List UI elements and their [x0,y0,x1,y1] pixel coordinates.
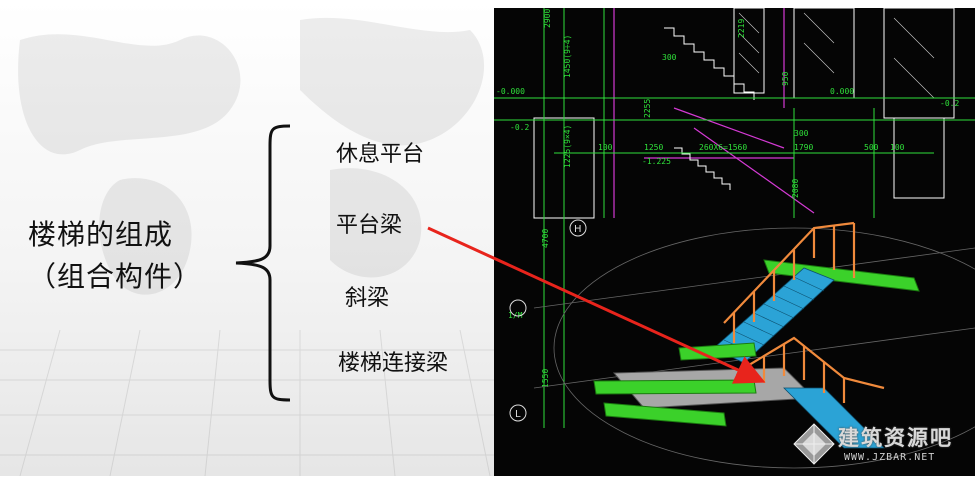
component-stair-connecting-beam: 楼梯连接梁 [338,351,449,376]
svg-text:-1.225: -1.225 [642,157,671,166]
svg-text:100: 100 [890,143,905,152]
svg-text:1790: 1790 [794,143,813,152]
svg-text:0.000: 0.000 [830,87,854,96]
svg-text:2900: 2900 [543,9,552,28]
svg-text:260X6=1560: 260X6=1560 [699,143,747,152]
svg-text:100: 100 [598,143,613,152]
background-map-decoration [18,17,485,295]
title-line-1: 楼梯的组成 [28,218,174,251]
svg-text:L: L [515,409,521,420]
title-line-2: （组合构件） [28,260,203,293]
svg-text:300: 300 [794,129,809,138]
svg-text:H: H [574,224,582,235]
diamond-logo-icon [793,423,835,465]
svg-text:1450(9÷4): 1450(9÷4) [563,35,572,78]
title-block: 楼梯的组成 （组合构件） [28,214,228,298]
curly-brace [235,124,291,402]
svg-text:-0.000: -0.000 [496,87,525,96]
svg-text:-0.2: -0.2 [940,99,959,108]
svg-text:1225(9×4): 1225(9×4) [563,125,572,168]
watermark-text: 建筑资源吧 [838,426,953,450]
svg-text:500: 500 [864,143,879,152]
cad-drawing-panel: 2900 1450(9÷4) 300 2219 950 -0.000 0.000… [494,7,975,476]
svg-text:2080: 2080 [791,179,800,198]
component-inclined-beam: 斜梁 [345,286,390,311]
component-platform-beam: 平台梁 [336,213,403,238]
watermark-url: WWW.JZBAR.NET [844,452,936,463]
component-rest-platform: 休息平台 [336,142,425,167]
cad-drawing: 2900 1450(9÷4) 300 2219 950 -0.000 0.000… [494,7,975,469]
svg-text:300: 300 [662,53,677,62]
svg-text:1250: 1250 [644,143,663,152]
svg-text:-0.2: -0.2 [510,123,529,132]
svg-text:4700: 4700 [541,229,550,248]
svg-text:2255: 2255 [643,99,652,118]
watermark-logo: 建筑资源吧 WWW.JZBAR.NET [792,418,970,470]
svg-text:2219: 2219 [737,19,746,38]
svg-text:950: 950 [781,71,790,86]
svg-text:1550: 1550 [541,369,550,388]
